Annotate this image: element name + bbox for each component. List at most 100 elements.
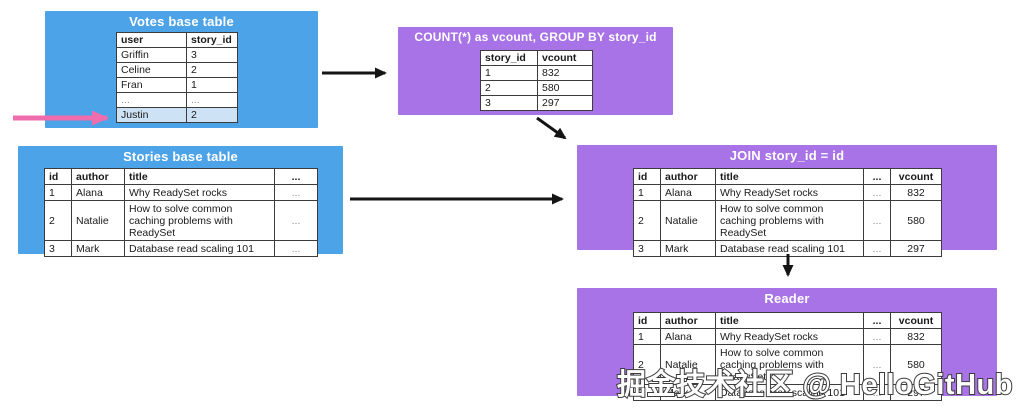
- column-header: ...: [863, 168, 891, 185]
- table-cell: 1: [44, 184, 72, 201]
- table-cell: ...: [863, 240, 891, 257]
- table-cell: ...: [274, 184, 318, 201]
- column-header: vcount: [890, 168, 942, 185]
- table-cell: Natalie: [71, 200, 125, 241]
- table-cell: Alana: [660, 184, 716, 201]
- table-row: ......: [116, 92, 238, 108]
- table-cell: Alana: [71, 184, 125, 201]
- table-cell: 2: [480, 80, 538, 96]
- column-header: ...: [274, 168, 318, 185]
- table-cell: 3: [186, 47, 238, 63]
- count-table-title: COUNT(*) as vcount, GROUP BY story_id: [414, 30, 657, 44]
- table-cell: 297: [890, 384, 942, 401]
- table-cell: ...: [186, 92, 238, 108]
- column-header: story_id: [480, 50, 538, 66]
- arrow-count-to-join: [536, 116, 567, 140]
- column-header: story_id: [186, 32, 238, 48]
- table-cell: ...: [863, 200, 891, 241]
- count-group-by-panel: COUNT(*) as vcount, GROUP BY story_id st…: [398, 27, 673, 115]
- votes-table-title: Votes base table: [129, 14, 234, 29]
- table-cell: 3: [633, 240, 661, 257]
- table-cell: 3: [633, 384, 661, 401]
- table-cell: How to solve common caching problems wit…: [715, 344, 864, 385]
- table-cell: Griffin: [116, 47, 187, 63]
- table-cell: Database read scaling 101: [715, 384, 864, 401]
- column-header: title: [715, 312, 864, 329]
- table-cell: 297: [890, 240, 942, 257]
- table-cell: 2: [186, 107, 238, 123]
- table-cell: Fran: [116, 77, 187, 93]
- table-cell: 1: [186, 77, 238, 93]
- table-cell: 3: [480, 95, 538, 111]
- column-header: id: [633, 312, 661, 329]
- table-cell: Database read scaling 101: [124, 240, 275, 257]
- column-header: ...: [863, 312, 891, 329]
- table-cell: How to solve common caching problems wit…: [124, 200, 275, 241]
- table-cell: Mark: [660, 240, 716, 257]
- table-cell: ...: [863, 384, 891, 401]
- table-cell: Why ReadySet rocks: [715, 328, 864, 345]
- column-header: author: [660, 312, 716, 329]
- table-cell: Alana: [660, 328, 716, 345]
- table-cell: ...: [274, 200, 318, 241]
- column-header: vcount: [537, 50, 593, 66]
- table-cell: 832: [890, 328, 942, 345]
- table-cell: Mark: [660, 384, 716, 401]
- table-cell: Why ReadySet rocks: [124, 184, 275, 201]
- table-cell: Natalie: [660, 344, 716, 385]
- table-cell: 1: [480, 65, 538, 81]
- column-header: author: [71, 168, 125, 185]
- table-cell: 2: [186, 62, 238, 78]
- table-cell: How to solve common caching problems wit…: [715, 200, 864, 241]
- table-cell: 580: [890, 344, 942, 385]
- table-cell: Database read scaling 101: [715, 240, 864, 257]
- table-cell: 2: [633, 200, 661, 241]
- join-table-title: JOIN story_id = id: [729, 148, 845, 163]
- column-header: author: [660, 168, 716, 185]
- table-cell: ...: [116, 92, 187, 108]
- column-header: title: [124, 168, 275, 185]
- table-cell: 297: [537, 95, 593, 111]
- table-cell: 832: [537, 65, 593, 81]
- column-header: vcount: [890, 312, 942, 329]
- table-cell: Justin: [116, 107, 187, 123]
- table-cell: ...: [863, 184, 891, 201]
- table-cell: Mark: [71, 240, 125, 257]
- table-cell: ...: [274, 240, 318, 257]
- column-header: id: [633, 168, 661, 185]
- table-cell: 580: [890, 200, 942, 241]
- reader-table-title: Reader: [764, 291, 810, 306]
- table-cell: 580: [537, 80, 593, 96]
- column-header: title: [715, 168, 864, 185]
- table-cell: Celine: [116, 62, 187, 78]
- table-cell: 3: [44, 240, 72, 257]
